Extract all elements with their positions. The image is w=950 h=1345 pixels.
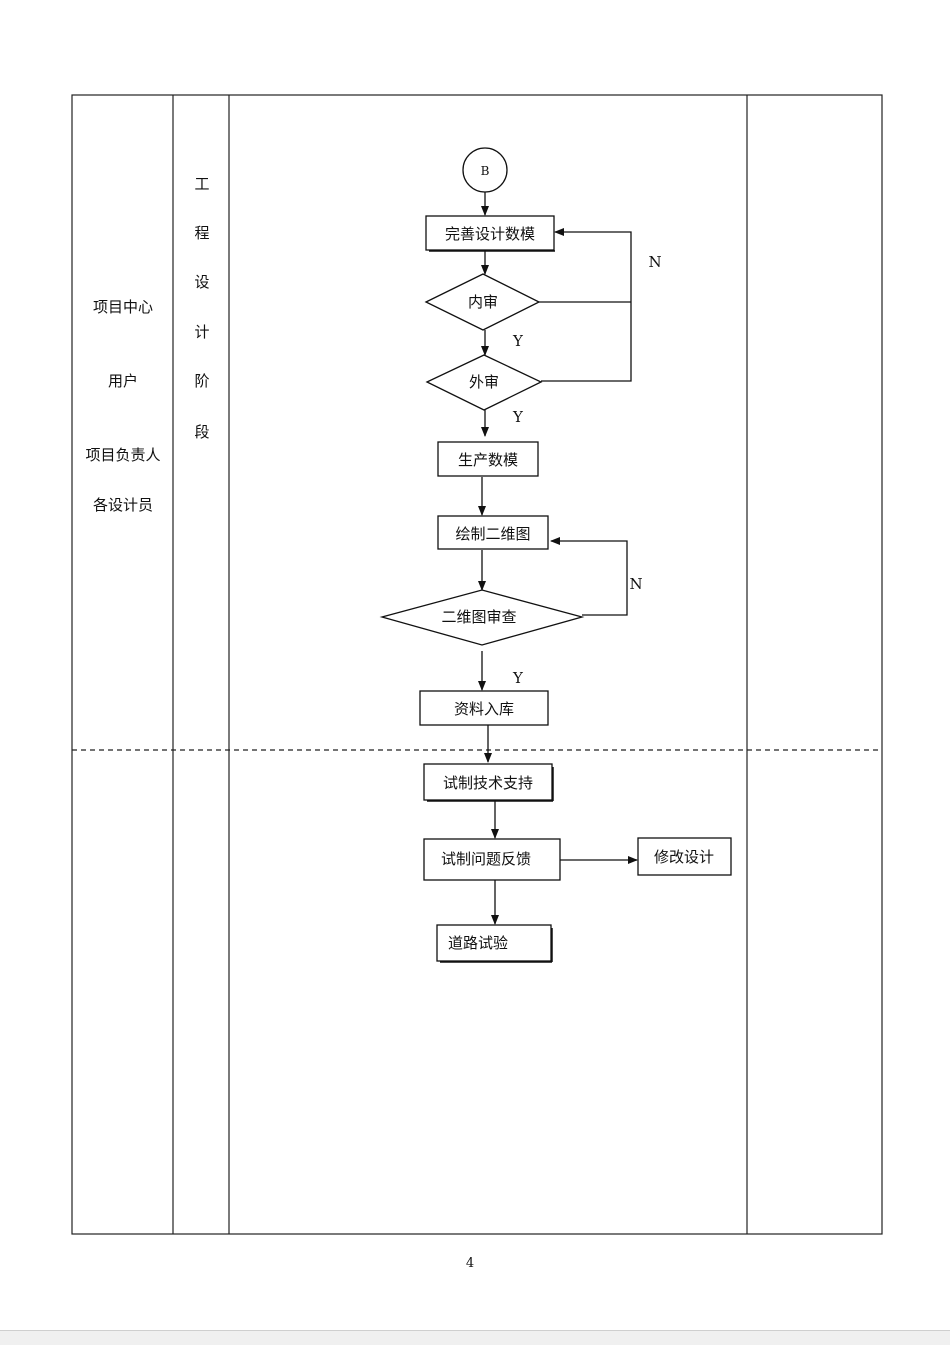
branch-labels: N Y Y N Y	[512, 253, 662, 687]
step-label: 内审	[468, 293, 498, 311]
process-refine-model: 完善设计数模	[425, 215, 555, 252]
process-trial-feedback: 试制问题反馈	[423, 838, 561, 881]
step-label: 试制技术支持	[443, 774, 533, 792]
decision-internal-review: 内审	[424, 273, 541, 331]
process-draw-2d: 绘制二维图	[437, 515, 549, 550]
connector-label: B	[481, 164, 490, 178]
branch-label-yes: Y	[512, 332, 524, 350]
stage-char: 工	[194, 175, 210, 193]
process-road-test: 道路试验	[436, 924, 553, 963]
stage-char: 阶	[194, 372, 210, 390]
viewer-bottom-bar	[0, 1330, 950, 1345]
step-label: 二维图审查	[441, 608, 516, 626]
step-label: 外审	[469, 373, 499, 391]
step-label: 资料入库	[454, 700, 514, 718]
stage-char: 程	[194, 224, 210, 242]
role-project-lead: 项目负责人	[85, 446, 161, 464]
branch-label-no: N	[648, 253, 661, 271]
flow-arrows	[478, 192, 638, 925]
feedback-loop	[550, 537, 628, 616]
decision-external-review: 外审	[425, 354, 543, 411]
page-number: 4	[465, 1256, 475, 1271]
connector-b: B	[462, 147, 508, 193]
branch-label-no: N	[629, 575, 642, 593]
step-label: 修改设计	[654, 848, 714, 866]
step-label: 绘制二维图	[455, 525, 530, 543]
role-project-center: 项目中心	[92, 298, 153, 316]
process-archive: 资料入库	[419, 690, 549, 726]
stage-char: 段	[194, 423, 210, 441]
step-label: 生产数模	[458, 451, 518, 469]
process-trial-support: 试制技术支持	[423, 763, 554, 802]
swimlane-table	[71, 94, 883, 1235]
step-label: 完善设计数模	[445, 225, 535, 243]
stage-char: 设	[194, 273, 210, 291]
feedback-loop	[541, 228, 632, 382]
branch-label-yes: Y	[512, 669, 524, 687]
role-designers: 各设计员	[92, 496, 153, 514]
step-label: 道路试验	[448, 934, 508, 952]
stage-char: 计	[194, 323, 210, 341]
decision-review-2d: 二维图审查	[379, 589, 585, 646]
role-user: 用户	[107, 372, 138, 390]
process-modify-design: 修改设计	[637, 837, 732, 876]
process-produce-model: 生产数模	[437, 441, 539, 477]
table-border	[71, 94, 883, 1235]
branch-label-yes: Y	[512, 408, 524, 426]
step-label: 试制问题反馈	[441, 850, 531, 868]
